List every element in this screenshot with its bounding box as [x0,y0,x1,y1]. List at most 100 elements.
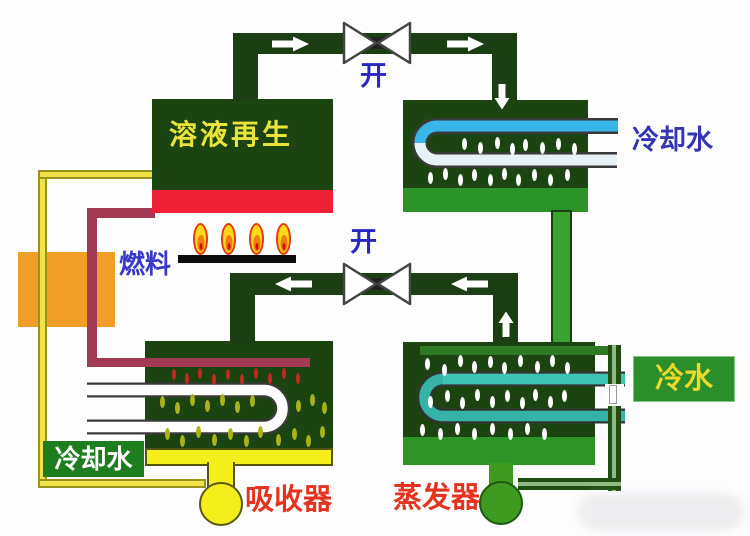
evaporator-right-loop-bottom [518,478,621,490]
droplet-icon [254,368,258,379]
droplet-icon [180,435,185,447]
droplet-icon [562,390,567,402]
droplet-icon [565,169,570,181]
droplet-icon [505,390,510,402]
droplet-icon [296,373,300,384]
condenser-cooling-coil [412,118,618,168]
droplet-icon [198,368,202,379]
droplet-icon [160,396,165,408]
droplet-icon [235,401,240,413]
strong-solution-pipe-vertical [87,208,97,367]
droplet-icon [205,400,210,412]
flame-icon [221,223,236,255]
flow-arrow-right-icon [447,36,484,52]
generator-heat-strip [152,190,333,213]
evaporator-right-loop-vertical [608,345,621,491]
strong-solution-pipe-top [87,208,155,218]
droplet-icon [502,168,507,180]
droplet-icon [196,426,201,438]
droplet-icon [240,374,244,385]
droplet-icon [458,174,463,186]
droplet-icon [212,434,217,446]
droplet-icon [455,423,460,435]
droplet-icon [438,428,443,440]
droplet-icon [478,142,483,154]
cold-water-label: 冷水 [654,362,713,395]
droplet-icon [320,426,325,438]
absorber-spray-header [87,358,310,367]
droplet-icon [495,137,500,149]
watermark-smudge [578,494,743,530]
droplet-icon [306,435,311,447]
valve-open-icon [342,262,412,306]
droplet-icon [548,396,553,408]
droplet-icon [475,389,480,401]
droplet-icon [488,174,493,186]
droplet-icon [226,369,230,380]
vapor-pipe-bottom-left-downcomer [230,273,255,344]
droplet-icon [548,174,553,186]
flow-arrow-down-icon [494,84,510,110]
droplet-icon [244,435,249,447]
heat-exchanger-block [18,252,115,327]
flow-arrow-up-icon [498,311,514,337]
droplet-icon [462,138,467,150]
flow-arrow-left-icon [275,276,312,292]
droplet-icon [428,172,433,184]
burner-bar [178,255,296,263]
droplet-icon [520,397,525,409]
flame-icon [276,223,291,255]
absorber-cooling-coil [87,382,290,435]
droplet-icon [258,426,263,438]
evaporator-spray-header [420,346,611,355]
droplet-icon [322,402,327,414]
valve-bottom-state-label: 开 [350,227,377,257]
evaporator-chilled-coil [417,371,625,424]
droplet-icon [185,373,189,384]
evaporator-label: 蒸发器 [393,482,481,514]
droplet-icon [443,168,448,180]
droplet-icon [460,397,465,409]
droplet-icon [276,434,281,446]
droplet-icon [472,428,477,440]
condensate-pipe [551,210,572,349]
droplet-icon [518,355,523,367]
flame-icon [193,223,208,255]
droplet-icon [508,428,513,440]
droplet-icon [175,402,180,414]
absorber-label: 吸收器 [245,484,333,516]
droplet-icon [502,362,507,374]
droplet-icon [292,428,297,440]
droplet-icon [282,368,286,379]
droplet-icon [525,423,530,435]
droplet-icon [268,373,272,384]
droplet-icon [472,169,477,181]
droplet-icon [490,423,495,435]
droplet-icon [428,396,433,408]
droplet-icon [250,395,255,407]
droplet-icon [296,400,301,412]
droplet-icon [510,143,515,155]
droplet-icon [190,394,195,406]
droplet-icon [540,142,545,154]
droplet-icon [442,364,447,376]
droplet-icon [532,169,537,181]
cooling-water-absorber-box: 冷却水 [43,441,144,477]
absorber-liquid-strip [145,448,333,466]
generator-label: 溶液再生 [169,119,294,150]
droplet-icon [516,174,521,186]
droplet-icon [458,355,463,367]
droplet-icon [488,356,493,368]
flow-arrow-right-icon [272,36,309,52]
droplet-icon [533,389,538,401]
droplet-icon [220,394,225,406]
evaporator-liquid-strip [403,437,595,465]
fuel-label: 燃料 [119,249,172,279]
flow-arrow-left-icon [451,276,488,292]
valve-top-state-label: 开 [360,61,387,91]
droplet-icon [556,138,561,150]
droplet-icon [572,143,577,155]
droplet-icon [420,424,425,436]
droplet-icon [445,390,450,402]
